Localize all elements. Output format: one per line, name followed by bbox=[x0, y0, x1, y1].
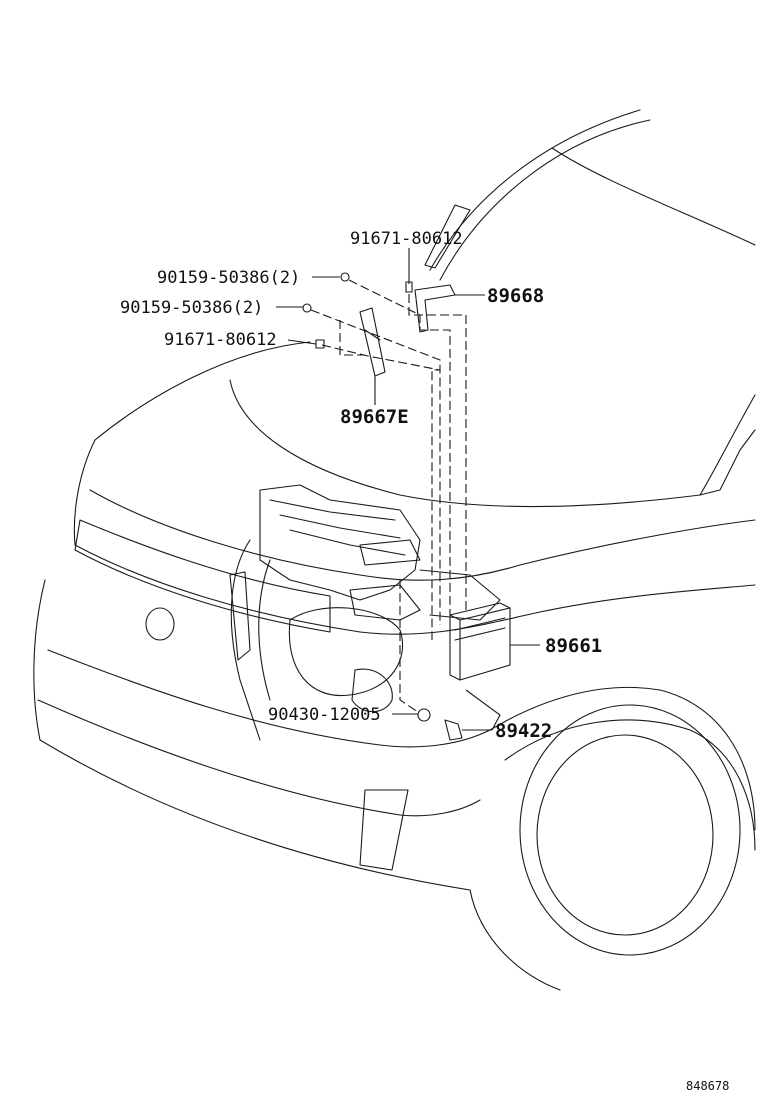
callout-90159-50386-a: 90159-50386(2) bbox=[157, 268, 300, 288]
ecu-unit-89661 bbox=[449, 602, 511, 681]
callout-90159-50386-b: 90159-50386(2) bbox=[120, 298, 263, 318]
callout-91671-80612-left: 91671-80612 bbox=[164, 330, 277, 350]
bracket-89667e bbox=[359, 307, 386, 377]
vehicle-body-outline bbox=[33, 109, 756, 991]
callout-89422: 89422 bbox=[495, 720, 552, 742]
bolt-icons bbox=[302, 272, 463, 741]
callout-89668: 89668 bbox=[487, 285, 544, 307]
callout-91671-80612-top: 91671-80612 bbox=[350, 229, 463, 249]
callout-89667e: 89667E bbox=[340, 406, 409, 428]
bracket-89668 bbox=[414, 284, 456, 333]
illustration-code: 848678 bbox=[686, 1079, 729, 1093]
assembly-dashed-lines bbox=[310, 279, 467, 713]
engine-assembly bbox=[229, 484, 501, 741]
leader-lines bbox=[276, 248, 540, 731]
callout-90430-12005: 90430-12005 bbox=[268, 705, 381, 725]
callout-89661: 89661 bbox=[545, 635, 602, 657]
